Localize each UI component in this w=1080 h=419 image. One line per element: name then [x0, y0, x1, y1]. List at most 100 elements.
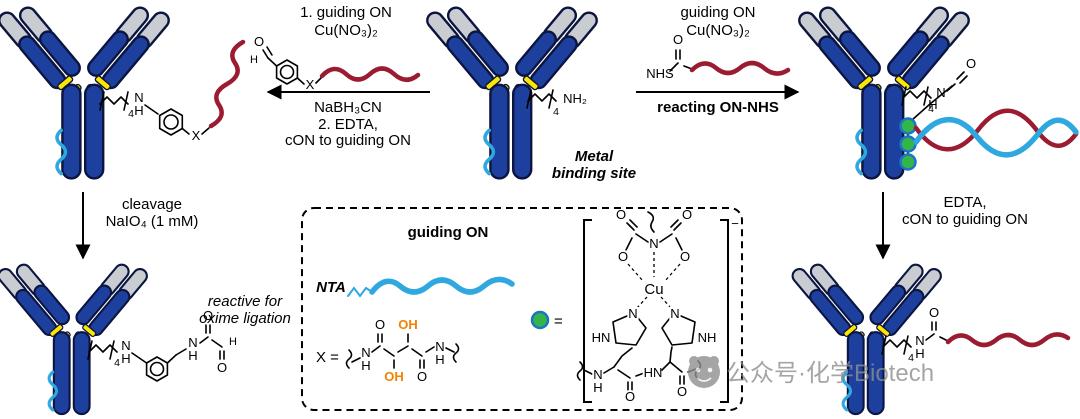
amine-label: NH₂: [563, 91, 587, 106]
hydrogen-label: H: [915, 346, 924, 361]
amide-hn-label: HN: [644, 365, 663, 380]
oxygen-label: O: [203, 308, 213, 323]
antibody-start: 4 NH₂ Metal binding site: [422, 0, 636, 182]
reaction-down-left: cleavage NaIO₄ (1 mM): [75, 192, 199, 260]
nitrogen-label: N: [361, 345, 370, 360]
nitrogen-label: N: [134, 90, 143, 105]
copper-bead: [899, 117, 917, 135]
nhs-ester-reagent: NHS O: [646, 32, 693, 81]
benzylamine-linker: 4 N H X: [99, 90, 210, 143]
hydrogen-label: H: [361, 358, 370, 373]
nitrogen-label: N: [628, 306, 637, 321]
reactivity-note: oxime ligation: [199, 310, 291, 327]
condition-text: reacting ON-NHS: [657, 99, 779, 116]
oxygen-label: O: [217, 360, 227, 375]
condition-text: Cu(NO₃)₂: [686, 22, 750, 39]
condition-text: 2. EDTA,: [318, 116, 378, 133]
x-linker-label: X: [192, 128, 201, 143]
copper-nta-histidine-complex: − N O O O O Cu N N HN NH: [576, 207, 739, 406]
equals-sign: =: [554, 313, 563, 330]
conjugated-on-strand-red: [945, 332, 1071, 348]
repeat-4-label: 4: [128, 108, 134, 120]
copper-bead-legend: [530, 310, 550, 330]
condition-text: cleavage: [122, 196, 182, 213]
oxygen-label: O: [673, 32, 683, 47]
oxygen-label: O: [417, 369, 427, 384]
oxygen-label: O: [618, 249, 628, 264]
lysine-linker: 4 NH₂: [526, 89, 587, 118]
reacting-on-strand-red: [689, 60, 791, 76]
oxygen-label: O: [616, 207, 626, 222]
antibody-product-conjugate: 4 N H O: [788, 253, 1071, 416]
nta-label: NTA: [316, 279, 346, 296]
antibody-product-duplex: 4 N H O: [794, 0, 1079, 181]
hydrogen-label: H: [250, 54, 258, 66]
copper-bead: [899, 135, 917, 153]
benzaldehyde-reagent: O H X: [250, 34, 323, 92]
watermark-logo: [688, 356, 720, 388]
hydroxyl-label: OH: [398, 317, 418, 332]
guiding-on-strand-red: [208, 39, 246, 129]
nitrogen-label: N: [670, 306, 679, 321]
watermark-logo-eye: [707, 367, 713, 373]
copper-bead-column: [899, 117, 917, 171]
reaction-down-right: EDTA, cON to guiding ON: [875, 192, 1028, 260]
benzyl-glyoxylamide-linker: 4 N H N H O O H: [87, 308, 237, 382]
nitrogen-label: N: [915, 333, 924, 348]
condition-text: cON to guiding ON: [285, 132, 411, 149]
amide-linker: 4 N H O: [901, 56, 976, 121]
metal-binding-site-label: binding site: [552, 165, 636, 182]
hydrogen-label: H: [188, 348, 197, 363]
reaction-left: 1. guiding ON Cu(NO₃)₂ O H X NaBH₃CN 2. …: [250, 4, 430, 149]
watermark-logo-mouth: [696, 377, 712, 382]
watermark: 公众号·化学Biotech: [688, 356, 934, 388]
x-linker-label: X: [306, 77, 315, 92]
copper-bead: [899, 153, 917, 171]
condition-text: NaIO₄ (1 mM): [106, 213, 199, 230]
nitrogen-label: N: [435, 339, 444, 354]
guiding-on-strand-red: [319, 66, 421, 82]
reaction-right: guiding ON Cu(NO₃)₂ NHS O reacting ON-NH…: [636, 4, 800, 116]
hydrogen-label: H: [928, 97, 937, 112]
oxygen-label: O: [929, 305, 939, 320]
oxygen-label: O: [680, 249, 690, 264]
hydrogen-label: H: [435, 352, 444, 367]
condition-text: guiding ON: [680, 4, 755, 21]
condition-text: EDTA,: [943, 194, 986, 211]
amide-linker: 4 N H O: [881, 305, 949, 364]
x-structure-tartaramide: N H O OH OH O N H: [345, 317, 460, 384]
watermark-text: 公众号·化学Biotech: [726, 360, 934, 387]
oxygen-label: O: [375, 317, 385, 332]
hydrogen-label: H: [134, 103, 143, 118]
condition-text: 1. guiding ON: [300, 4, 392, 21]
hydrogen-label: H: [121, 351, 130, 366]
metal-binding-site-label: Metal: [575, 148, 614, 165]
oxygen-label: O: [966, 56, 976, 71]
legend-box: guiding ON NTA X = N H O OH OH O N H: [301, 207, 743, 411]
duplex-strand-blue: [913, 117, 1079, 158]
nitrogen-label: N: [121, 338, 130, 353]
guiding-on-legend-label: guiding ON: [408, 224, 489, 241]
nitrogen-label: N: [188, 335, 197, 350]
condition-text: Cu(NO₃)₂: [314, 22, 378, 39]
guiding-on-strand-blue: [369, 276, 515, 295]
oxygen-label: O: [254, 34, 264, 49]
x-definition-label: X =: [316, 349, 339, 366]
imidazole-nh-label: NH: [698, 330, 717, 345]
repeat-4-label: 4: [114, 357, 120, 369]
duplex-strand-red: [913, 108, 1079, 152]
repeat-4-label: 4: [908, 352, 914, 364]
nitrogen-label: N: [649, 236, 658, 251]
copper-label: Cu: [644, 281, 663, 298]
watermark-logo-eye: [695, 367, 701, 373]
antibody-product-aldehyde: reactive for oxime ligation 4 N H N H O …: [0, 253, 291, 416]
imidazole-hn-label: HN: [592, 330, 611, 345]
antibody-product-guiding-on: 4 N H X: [0, 0, 246, 181]
nitrogen-label: N: [593, 367, 602, 382]
nta-zigzag: [347, 286, 373, 298]
oxygen-label: O: [682, 207, 692, 222]
reactivity-note: reactive for: [208, 293, 283, 310]
condition-text: cON to guiding ON: [902, 211, 1028, 228]
